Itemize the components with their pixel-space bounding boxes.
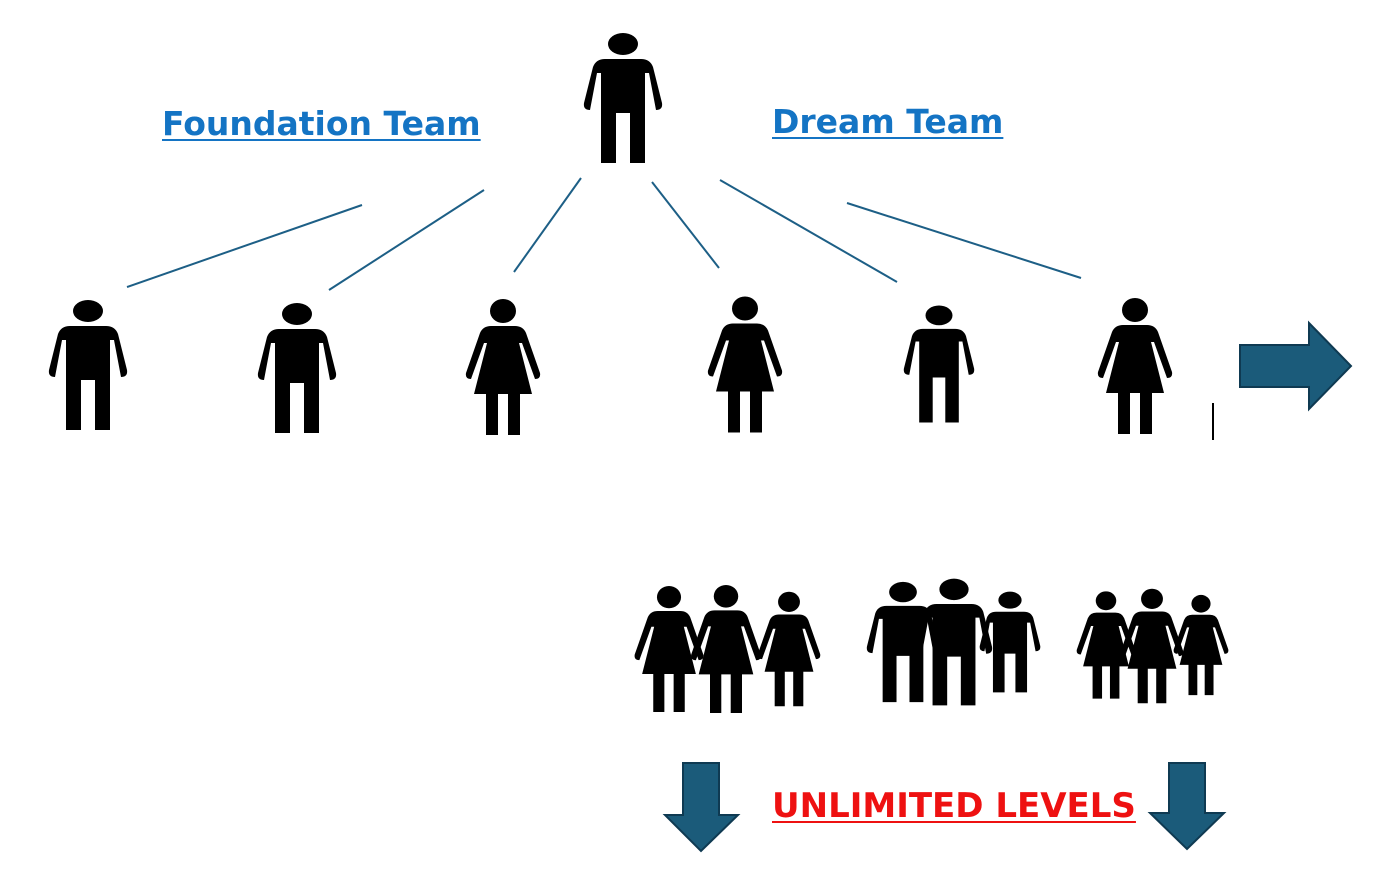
arrow-down-icon-left: [662, 762, 741, 853]
connector-line-5: [719, 179, 898, 283]
group-1-person-icon-2: [757, 591, 821, 707]
group-2-person-icon-1: [866, 581, 940, 703]
arrow-right-icon: [1239, 320, 1353, 412]
arrow-down-icon-right: [1147, 762, 1227, 851]
connector-line-3: [513, 177, 582, 273]
group-1-person-icon-1: [634, 586, 704, 712]
person-icon-2: [257, 303, 337, 433]
person-icon-6: [1097, 298, 1173, 434]
connector-line-6: [846, 202, 1082, 279]
connector-line-4: [651, 181, 720, 269]
person-icon-1: [48, 300, 128, 430]
group-2-person-icon-3: [915, 578, 993, 706]
person-icon-4: [707, 296, 783, 433]
unlimited-levels-label: UNLIMITED LEVELS: [772, 786, 1136, 826]
leader-person-icon: [583, 33, 663, 163]
foundation-team-label: Foundation Team: [162, 104, 481, 143]
group-3-person-icon-2: [1173, 594, 1229, 696]
connector-line-2: [328, 189, 485, 291]
dream-team-label: Dream Team: [772, 102, 1004, 141]
connector-line-1: [126, 204, 363, 288]
person-icon-5: [903, 305, 975, 423]
group-1-person-icon-3: [691, 585, 761, 713]
person-icon-3: [465, 299, 541, 435]
